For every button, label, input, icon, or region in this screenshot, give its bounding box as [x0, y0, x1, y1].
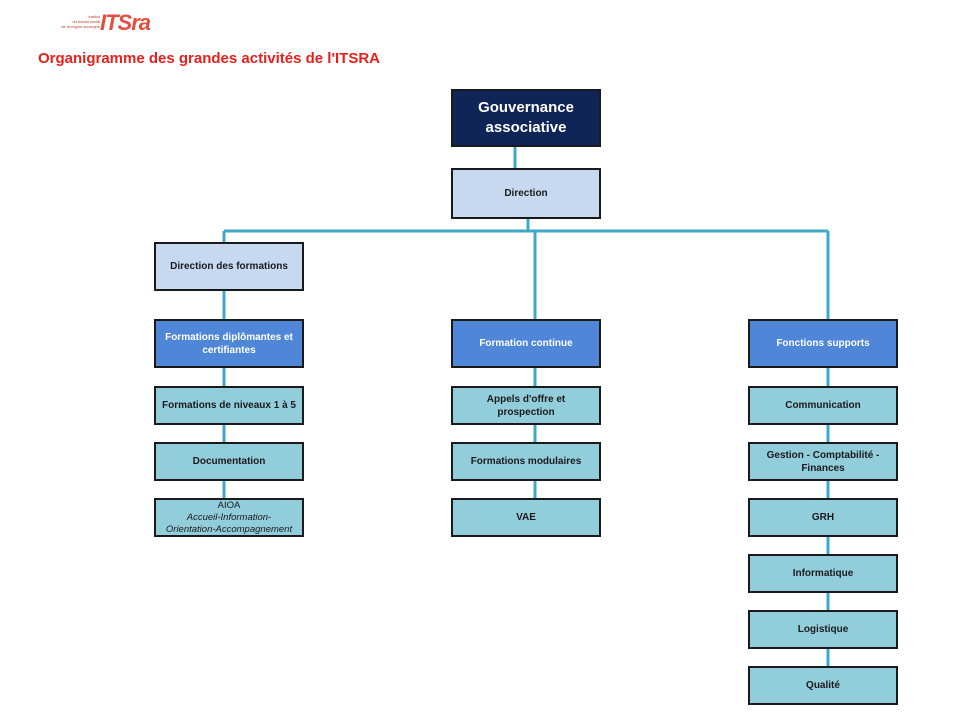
node-qualite-label: Qualité: [806, 680, 840, 691]
node-aioa-title: AIOA: [217, 500, 241, 511]
node-formation-continue-label: Formation continue: [479, 338, 573, 349]
node-informatique-label: Informatique: [792, 568, 854, 579]
node-formations-modulaires: Formations modulaires: [451, 442, 601, 481]
node-communication-label: Communication: [785, 400, 861, 411]
node-fonctions-supports: Fonctions supports: [748, 319, 898, 368]
node-vae-label: VAE: [516, 512, 536, 523]
node-formations-modulaires-label: Formations modulaires: [470, 456, 582, 467]
node-appels-offre-label: Appels d'offre et prospection: [486, 393, 566, 418]
node-logistique-label: Logistique: [797, 624, 849, 635]
node-documentation-label: Documentation: [192, 456, 266, 467]
node-logistique: Logistique: [748, 610, 898, 649]
node-fonctions-supports-label: Fonctions supports: [776, 338, 870, 349]
node-formation-continue: Formation continue: [451, 319, 601, 368]
node-grh: GRH: [748, 498, 898, 537]
node-gestion-comptabilite: Gestion - Comptabilité - Finances: [748, 442, 898, 481]
node-documentation: Documentation: [154, 442, 304, 481]
itsra-logo: institut du travail social de la région …: [60, 10, 151, 40]
page-title: Organigramme des grandes activités de l'…: [38, 50, 381, 67]
node-gouvernance-line-1: Gouvernance: [478, 99, 574, 116]
node-informatique: Informatique: [748, 554, 898, 593]
node-appels-offre: Appels d'offre et prospection: [451, 386, 601, 425]
node-direction-formations-label: Direction des formations: [170, 261, 288, 272]
node-gouvernance-line-2: associative: [485, 119, 567, 136]
node-aioa: AIOA Accueil-Information-Orientation-Acc…: [154, 498, 304, 537]
node-communication: Communication: [748, 386, 898, 425]
node-gestion-line-1: Gestion - Comptabilité -: [766, 449, 880, 461]
logo-mark: ITSra: [100, 10, 151, 35]
node-formations-diplomantes-line-1: Formations diplômantes et: [165, 331, 293, 343]
node-gestion-line-2: Finances: [801, 462, 845, 474]
node-formations-diplomantes: Formations diplômantes et certifiantes: [154, 319, 304, 368]
node-direction: Direction: [451, 168, 601, 219]
node-aioa-subtitle: Accueil-Information-Orientation-Accompag…: [165, 512, 293, 535]
node-direction-label: Direction: [504, 188, 548, 199]
node-vae: VAE: [451, 498, 601, 537]
logo-tagline: institut du travail social de la région …: [61, 14, 100, 29]
node-qualite: Qualité: [748, 666, 898, 705]
node-gouvernance-associative: Gouvernance associative: [451, 89, 601, 147]
node-direction-formations: Direction des formations: [154, 242, 304, 291]
node-formations-diplomantes-line-2: certifiantes: [202, 344, 256, 356]
node-grh-label: GRH: [811, 512, 835, 523]
node-formations-niveaux: Formations de niveaux 1 à 5: [154, 386, 304, 425]
node-formations-niveaux-label: Formations de niveaux 1 à 5: [162, 400, 296, 411]
